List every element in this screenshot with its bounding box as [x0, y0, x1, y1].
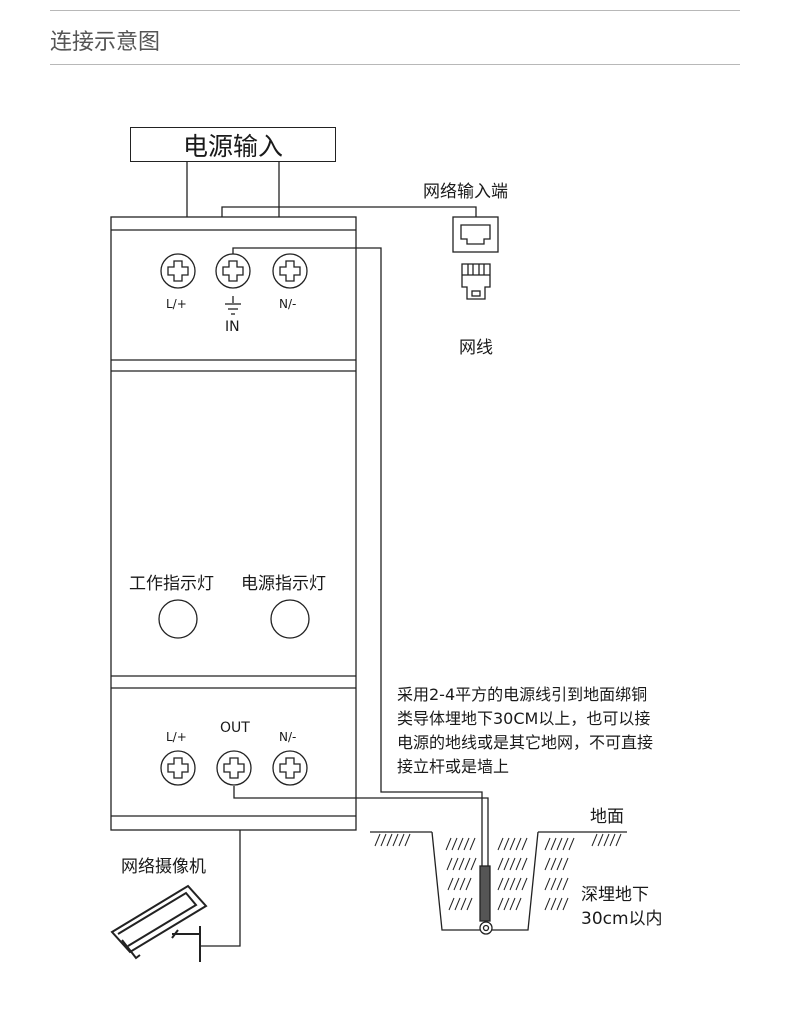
copper-ground-rod	[479, 865, 491, 922]
out-terminal-ground	[216, 750, 252, 786]
rj45-plug	[461, 263, 491, 300]
in-terminal-l	[160, 253, 196, 289]
ground-symbol	[225, 296, 241, 315]
rj45-port-socket	[460, 224, 491, 245]
power-indicator-label: 电源指示灯	[241, 574, 326, 594]
ground-hatching	[374, 833, 622, 847]
network-wire	[221, 206, 477, 217]
camera-cable	[200, 830, 241, 947]
ground-wire-in	[232, 247, 483, 866]
out-terminal-l-label: L/+	[166, 730, 187, 744]
grounding-note-line: 采用2-4平方的电源线引到地面绑铜	[397, 685, 648, 704]
out-terminal-n-label: N/-	[279, 730, 297, 744]
in-label: IN	[225, 319, 240, 335]
in-terminal-n	[272, 253, 308, 289]
page-title: 连接示意图	[50, 30, 161, 55]
power-input-label: 电源输入	[182, 131, 283, 161]
burial-depth-label-2: 30cm以内	[581, 909, 663, 929]
camera-icon	[110, 884, 208, 962]
grounding-note: 采用2-4平方的电源线引到地面绑铜 类导体埋地下30CM以上，也可以接 电源的地…	[397, 683, 697, 779]
grounding-note-line: 接立杆或是墙上	[397, 757, 510, 776]
camera-label: 网络摄像机	[121, 857, 206, 877]
in-terminal-ground	[215, 253, 251, 289]
device-body	[110, 216, 357, 831]
grounding-note-line: 电源的地线或是其它地网，不可直接	[397, 733, 654, 752]
power-input-box: 电源输入	[130, 127, 336, 162]
rj45-plug-tab	[471, 290, 481, 297]
out-terminal-n	[272, 750, 308, 786]
pit-hatching	[445, 837, 575, 911]
rj45-port	[452, 216, 499, 253]
power-indicator-lamp	[270, 599, 310, 639]
network-cable-label: 网线	[459, 338, 493, 358]
top-divider	[50, 10, 740, 11]
in-terminal-l-label: L/+	[166, 297, 187, 311]
out-label: OUT	[220, 720, 250, 736]
burial-depth-label-1: 深埋地下	[581, 885, 649, 905]
work-indicator-label: 工作指示灯	[129, 574, 214, 594]
out-terminal-l	[160, 750, 196, 786]
grounding-note-line: 类导体埋地下30CM以上，也可以接	[397, 709, 651, 728]
network-input-port-label: 网络输入端	[423, 182, 508, 202]
work-indicator-lamp	[158, 599, 198, 639]
ground-wire-out	[233, 786, 489, 866]
in-terminal-n-label: N/-	[279, 297, 297, 311]
title-divider	[50, 64, 740, 65]
ground-surface-label: 地面	[590, 807, 624, 827]
